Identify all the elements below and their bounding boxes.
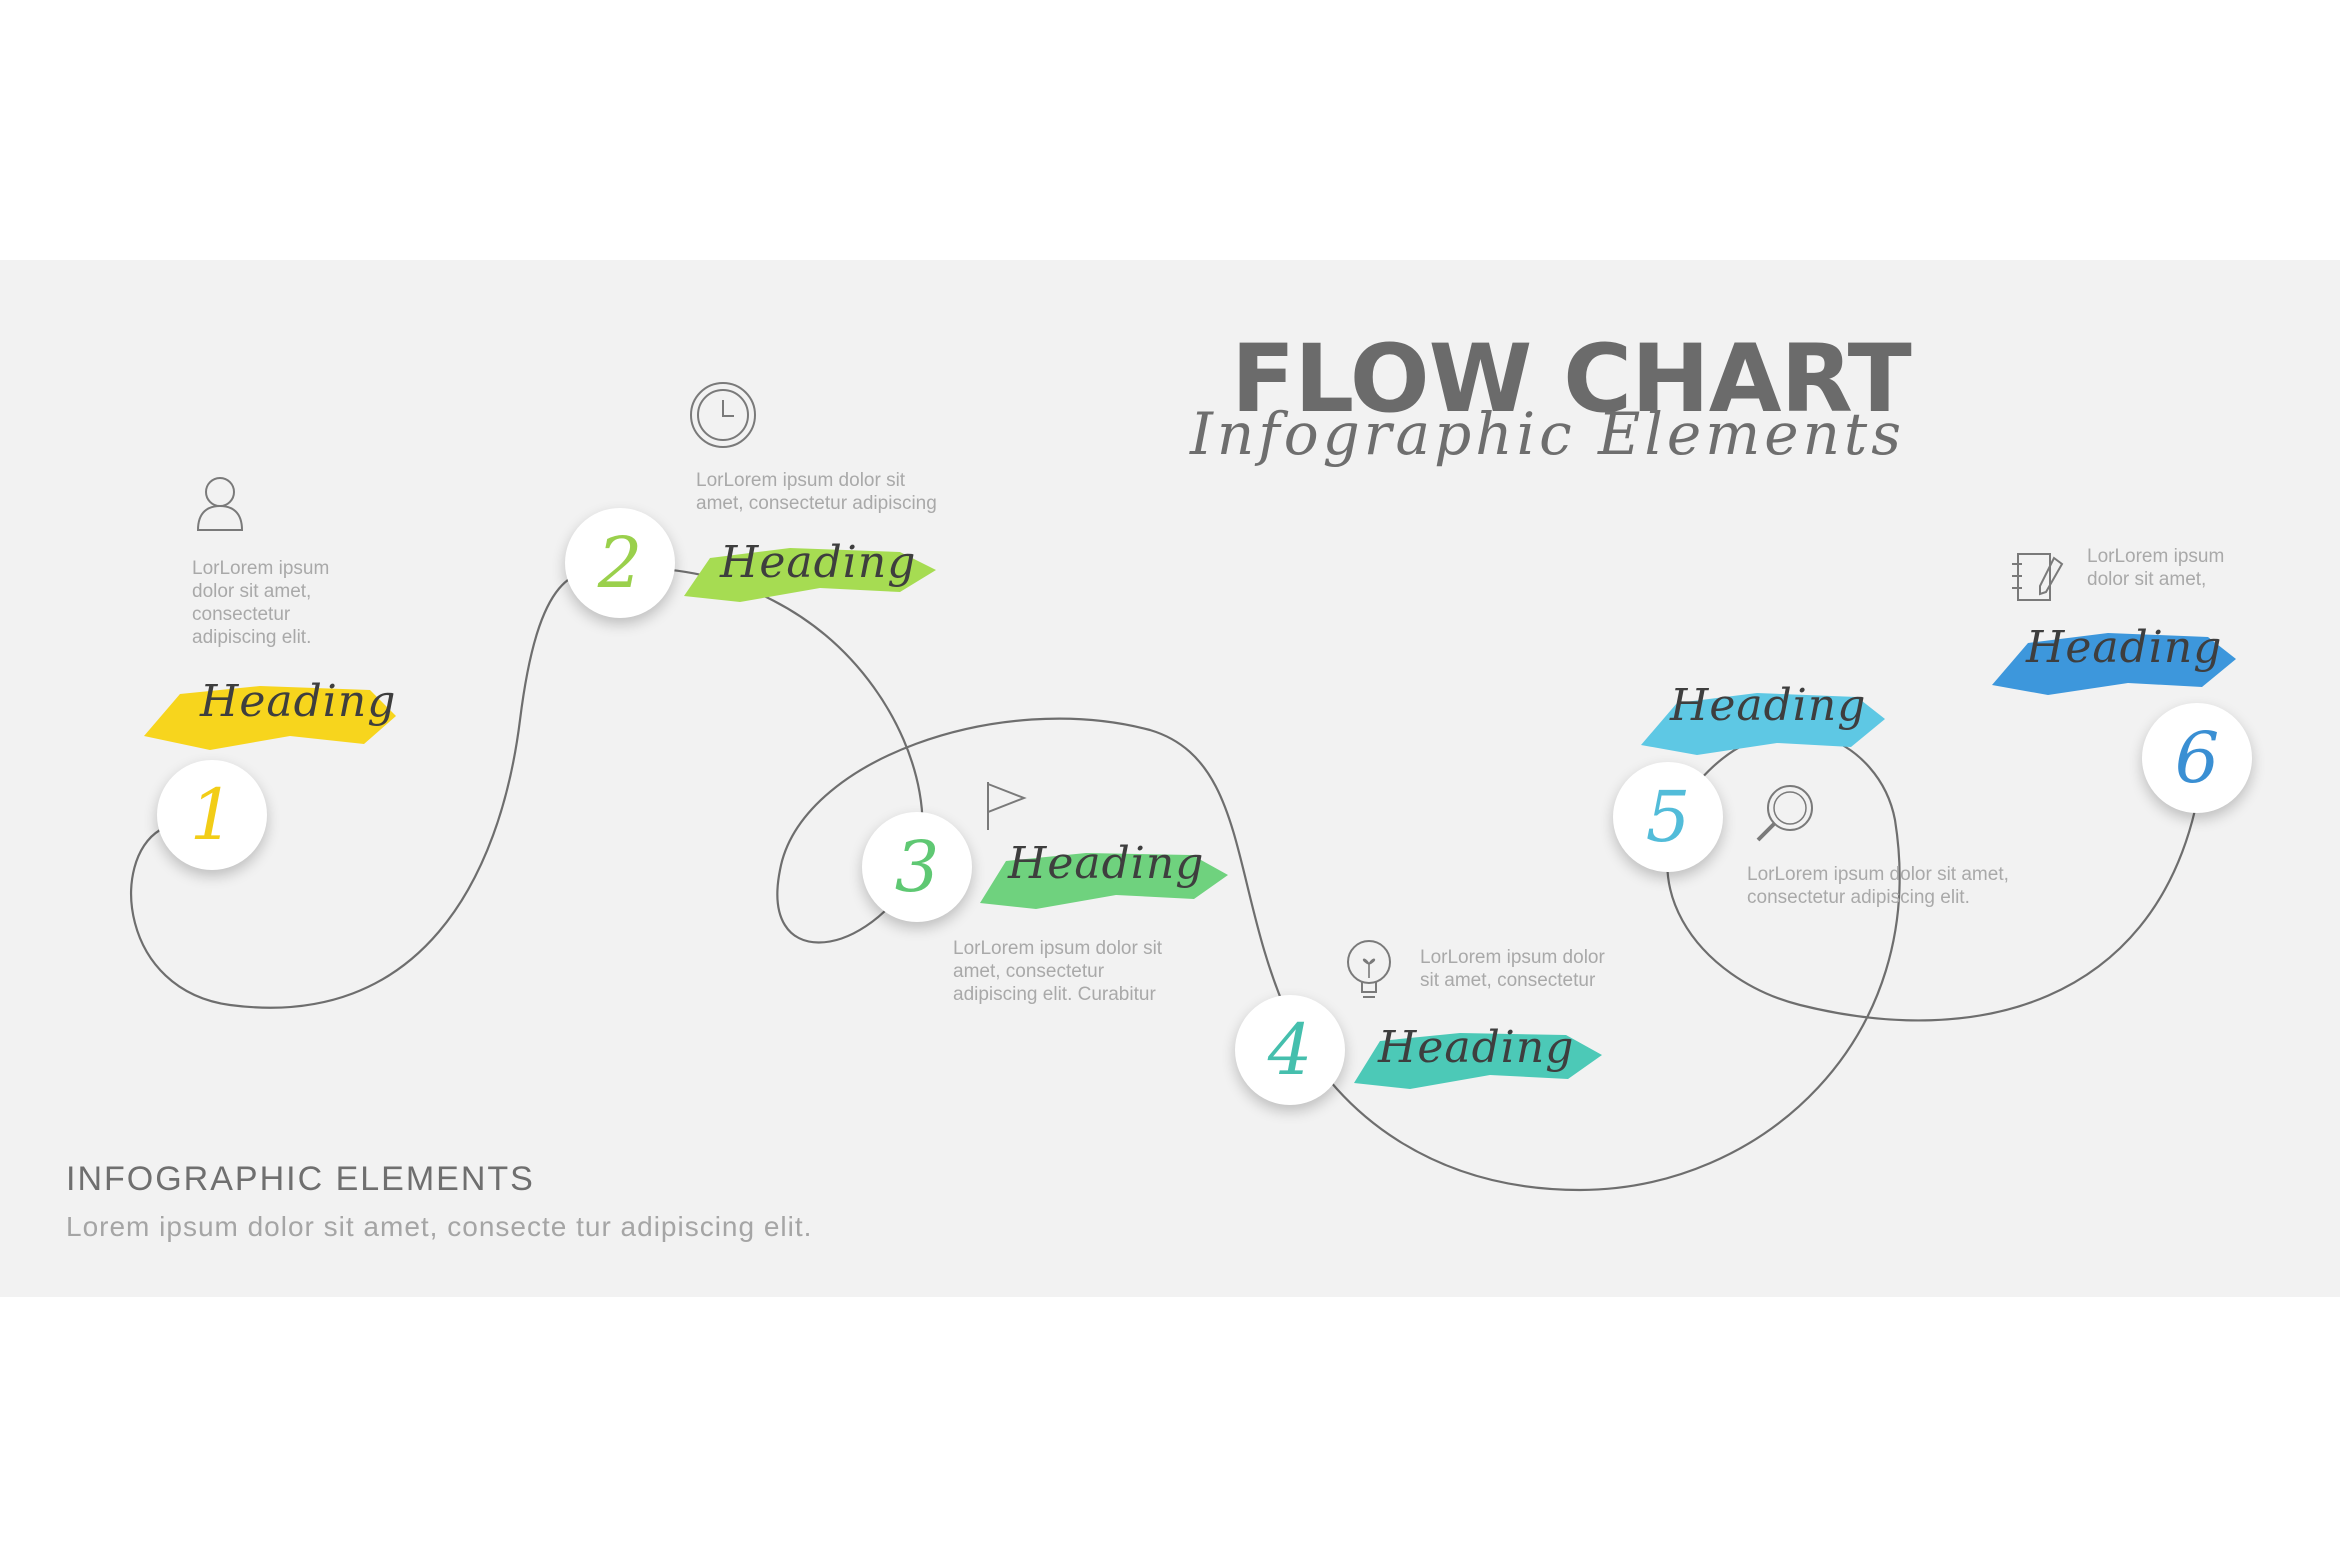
user-icon [196,477,244,531]
step-6-number: 6 [2142,703,2252,813]
step-5-number: 5 [1613,762,1723,872]
step-3-number-label: 3 [894,826,940,908]
clock-icon [690,382,756,448]
flag-icon [987,782,1027,830]
step-3-description: LorLorem ipsum dolor sit amet, consectet… [953,938,1163,1005]
background-panel [0,260,2340,1297]
step-6-number-label: 6 [2174,717,2220,799]
step-3-brush [980,853,1228,909]
step-5-description: LorLorem ipsum dolor sit amet, consectet… [1747,864,2009,908]
step-1-number: 1 [157,760,267,870]
lightbulb-icon [1347,940,1391,998]
step-5-brush [1641,693,1885,755]
page-subtitle: Infographic Elements [1190,400,1905,468]
step-3-number: 3 [862,812,972,922]
page-title: FLOW CHART [1231,325,1912,434]
step-1-heading: Heading [200,676,397,727]
step-1-description: LorLorem ipsum dolor sit amet, consectet… [192,558,330,648]
step-2-number-label: 2 [597,522,643,604]
step-6-heading: Heading [2026,622,2223,673]
step-4-number-label: 4 [1267,1009,1313,1091]
step-6-brush [1992,633,2236,695]
notebook-icon [2012,553,2064,601]
step-5-heading: Heading [1670,680,1867,731]
step-6-description: LorLorem ipsum dolor sit amet, [2087,546,2225,590]
step-3-heading: Heading [1008,838,1205,889]
step-2-brush [684,548,936,602]
step-4-brush [1354,1033,1602,1089]
step-4-description: LorLorem ipsum dolor sit amet, consectet… [1420,947,1605,991]
footer-title: INFOGRAPHIC ELEMENTS [66,1160,535,1198]
step-1-number-label: 1 [189,774,235,856]
step-5-number-label: 5 [1645,776,1691,858]
step-2-description: LorLorem ipsum dolor sit amet, consectet… [696,470,937,514]
step-2-heading: Heading [720,537,917,588]
step-4-number: 4 [1235,995,1345,1105]
footer-subtitle: Lorem ipsum dolor sit amet, consecte tur… [66,1211,813,1242]
magnifier-icon [1756,785,1813,842]
step-1-brush [144,686,396,750]
step-2-number: 2 [565,508,675,618]
step-4-heading: Heading [1378,1022,1575,1073]
